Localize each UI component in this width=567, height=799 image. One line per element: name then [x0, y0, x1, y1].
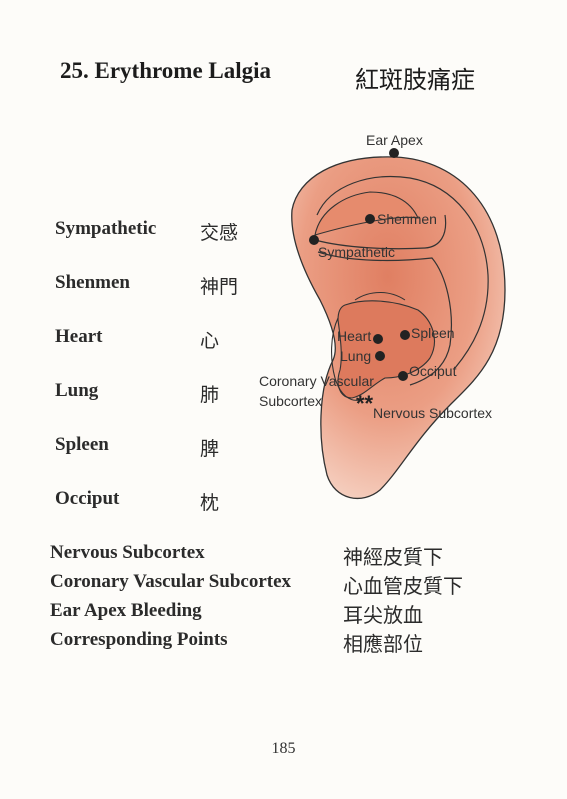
subcortex-stars: **	[356, 391, 374, 416]
label-spleen: Spleen	[411, 325, 455, 341]
extra-coronary-vascular-en: Coronary Vascular Subcortex	[50, 571, 292, 592]
ear-apex-point	[389, 148, 399, 158]
extra-ear-apex-bleeding-en: Ear Apex Bleeding	[50, 600, 202, 621]
spleen-point	[400, 330, 410, 340]
point-shenmen-cn: 神門	[200, 276, 239, 298]
extra-corresponding-points-cn: 相應部位	[343, 632, 423, 656]
tragus	[331, 317, 361, 401]
label-subcortex: Subcortex	[259, 393, 322, 409]
point-lung-en: Lung	[55, 380, 99, 401]
label-occiput: Occiput	[409, 363, 457, 379]
page-number: 185	[271, 740, 296, 757]
extra-nervous-subcortex-cn: 神經皮質下	[343, 545, 443, 569]
occiput-point	[398, 371, 408, 381]
label-ear-apex: Ear Apex	[366, 132, 423, 148]
extra-coronary-vascular-cn: 心血管皮質下	[343, 574, 463, 598]
label-nervous-subcortex: Nervous Subcortex	[373, 405, 492, 421]
extra-nervous-subcortex-en: Nervous Subcortex	[50, 542, 205, 563]
helix-fold	[316, 175, 489, 369]
point-occiput-cn: 枕	[200, 492, 220, 514]
extra-ear-apex-bleeding-cn: 耳尖放血	[343, 603, 423, 627]
antihelix	[314, 214, 447, 250]
point-shenmen-en: Shenmen	[55, 272, 130, 293]
point-sympathetic-en: Sympathetic	[55, 218, 157, 239]
concha	[337, 300, 435, 399]
label-coronary-vascular: Coronary Vascular	[259, 373, 374, 389]
point-occiput-en: Occiput	[55, 488, 120, 509]
point-heart-cn: 心	[200, 330, 220, 352]
point-heart-en: Heart	[55, 326, 103, 347]
heart-point	[373, 334, 383, 344]
page-title: 25. Erythrome Lalgia	[60, 58, 272, 83]
label-shenmen: Shenmen	[377, 211, 437, 227]
label-lung: Lung	[340, 348, 371, 364]
antihelix-lower	[317, 251, 452, 386]
label-heart: Heart	[337, 328, 371, 344]
label-sympathetic: Sympathetic	[318, 244, 395, 260]
point-spleen-cn: 脾	[200, 438, 220, 460]
shenmen-point	[365, 214, 375, 224]
page-title-chinese: 紅斑肢痛症	[355, 66, 475, 94]
helix-crus	[354, 292, 406, 301]
sympathetic-point	[309, 235, 319, 245]
point-sympathetic-cn: 交感	[200, 222, 239, 244]
lung-point	[375, 351, 385, 361]
extra-corresponding-points-en: Corresponding Points	[50, 629, 228, 650]
point-lung-cn: 肺	[200, 384, 220, 406]
point-spleen-en: Spleen	[55, 434, 109, 455]
